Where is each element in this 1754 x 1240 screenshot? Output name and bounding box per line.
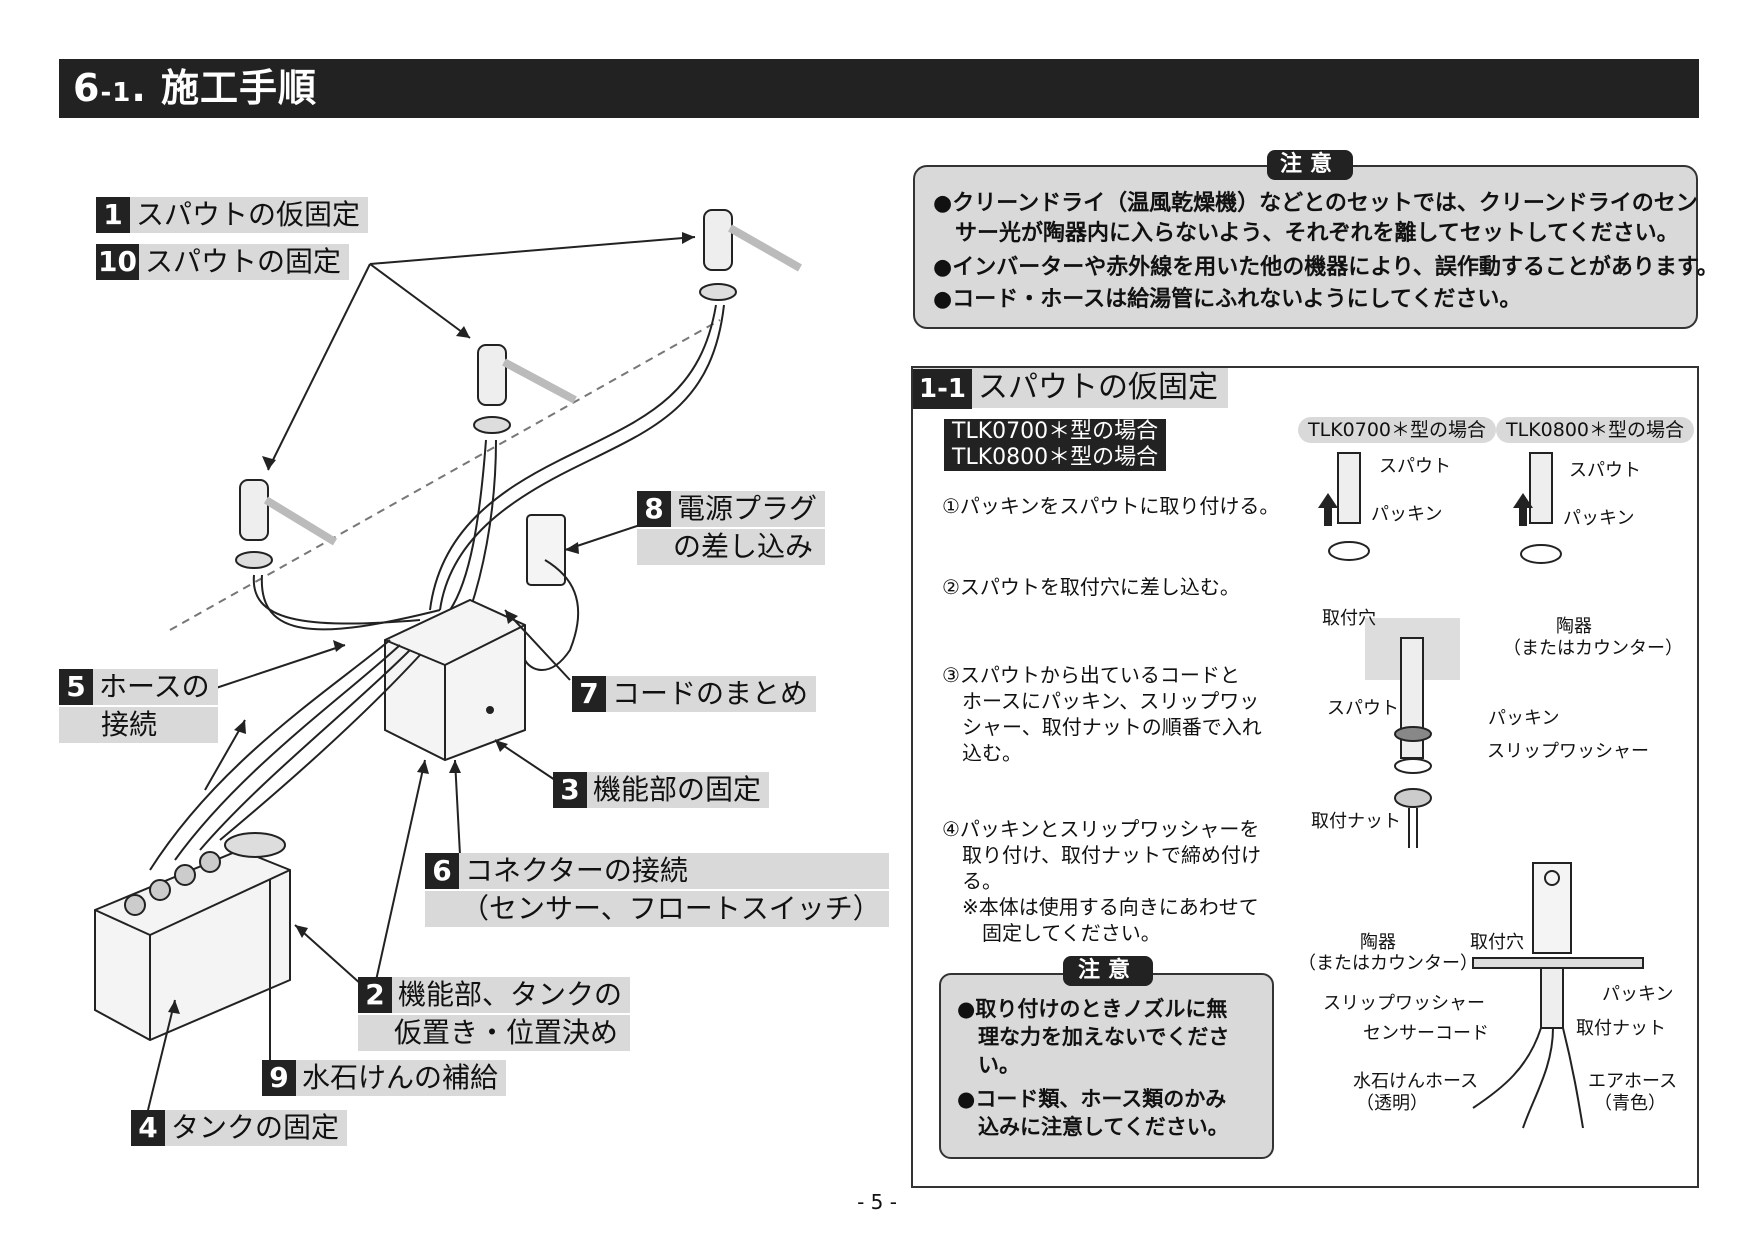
label-packing: パッキン (1602, 984, 1674, 1005)
step-text: （センサー、フロートスイッチ） (461, 892, 881, 925)
label-ceramic: 陶器 (1360, 932, 1396, 953)
step-number: 7 (572, 676, 606, 712)
label-spout: スパウト (1379, 456, 1451, 477)
note-line: 固定してください。 (942, 921, 1161, 945)
step-text: スパウトの固定 (144, 245, 341, 278)
step-line: 取り付け、取付ナットで締め付け (942, 843, 1261, 867)
step-line: ④パッキンとスリップワッシャーを (942, 817, 1260, 841)
label-clear: （透明） (1356, 1093, 1428, 1114)
step-3: ③スパウトから出ているコードと ホースにパッキン、スリップワッ シャー、取付ナッ… (942, 662, 1262, 766)
label-nut: 取付ナット (1311, 811, 1401, 832)
label-packing: パッキン (1371, 504, 1443, 525)
caution-line: ●クリーンドライ（温風乾燥機）などとのセットでは、クリーンドライのセン (933, 191, 1698, 216)
page-title: 6-1. 施工手順 (73, 63, 317, 118)
label-blue: （青色） (1594, 1093, 1666, 1114)
step-number: 4 (131, 1110, 165, 1146)
step-line: ホースにパッキン、スリップワッ (942, 689, 1260, 713)
step-text: の差し込み (673, 530, 814, 563)
step-4: ④パッキンとスリップワッシャーを 取り付け、取付ナットで締め付け る。 ※本体は… (942, 816, 1261, 946)
label-nut: 取付ナット (1576, 1018, 1666, 1039)
label-spout: スパウト (1569, 460, 1641, 481)
label-air-hose: エアホース (1588, 1071, 1678, 1092)
section-title-text: スパウトの仮固定 (977, 370, 1218, 405)
model-line: TLK0800＊型の場合 (952, 445, 1159, 470)
label-slip-washer: スリップワッシャー (1323, 993, 1485, 1014)
caution-line: サー光が陶器内に入らないよう、それぞれを離してセットしてください。 (933, 221, 1679, 246)
step-line: ③スパウトから出ているコードと (942, 663, 1240, 687)
step-number: 10 (96, 244, 139, 280)
section-header: 6-1. 施工手順 (59, 59, 1699, 118)
title-rest: . 施工手順 (131, 66, 318, 110)
step-text: 機能部の固定 (593, 773, 762, 806)
step-line: 込む。 (942, 741, 1022, 765)
note-line: ※本体は使用する向きにあわせて (942, 895, 1259, 919)
label-ceramic: 陶器 (1556, 616, 1592, 637)
label-ceramic-alt: （またはカウンター） (1298, 953, 1478, 974)
step-line: る。 (942, 869, 1002, 893)
step-text: スパウトの仮固定 (136, 198, 361, 231)
spout-figures (1318, 452, 1644, 1129)
label-packing: パッキン (1488, 708, 1560, 729)
caution-line: ●コード類、ホース類のかみ (957, 1087, 1227, 1111)
label-soap-hose: 水石けんホース (1353, 1071, 1479, 1092)
section-number: 1-1 (913, 369, 972, 409)
label-packing: パッキン (1563, 508, 1635, 529)
caution-line: い。 (957, 1053, 1020, 1077)
caution-line: 込みに注意してください。 (957, 1115, 1229, 1139)
caution-line: ●取り付けのときノズルに無 (957, 997, 1228, 1021)
step-text: 電源プラグ (677, 492, 818, 525)
step-line: シャー、取付ナットの順番で入れ (942, 715, 1262, 739)
caution-box: ●クリーンドライ（温風乾燥機）などとのセットでは、クリーンドライのセン サー光が… (913, 165, 1719, 329)
step-text: 水石けんの補給 (302, 1061, 499, 1094)
step-2: ②スパウトを取付穴に差し込む。 (942, 575, 1240, 599)
step-text: コードのまとめ (612, 677, 809, 710)
label-hole: 取付穴 (1470, 932, 1524, 953)
caution-badge: 注意 (1267, 150, 1353, 180)
label-hole: 取付穴 (1322, 608, 1376, 629)
caution-line: ●インバーターや赤外線を用いた他の機器により、誤作動することがあります。 (933, 255, 1719, 280)
inner-caution-badge: 注意 (1063, 956, 1153, 986)
step-number: 3 (553, 772, 587, 808)
step-number: 1 (96, 197, 130, 233)
page-number: - 5 - (857, 1190, 897, 1214)
inner-caution-box: ●取り付けのときノズルに無 理な力を加えないでくださ い。 ●コード類、ホース類… (939, 973, 1274, 1159)
label-ceramic-alt: （またはカウンター） (1503, 638, 1683, 659)
caution-line: ●コード・ホースは給湯管にふれないようにしてください。 (933, 287, 1522, 312)
step-number: 6 (425, 853, 459, 889)
step-1: ①パッキンをスパウトに取り付ける。 (942, 494, 1280, 518)
step-number: 9 (262, 1060, 296, 1096)
step-text: コネクターの接続 (465, 854, 688, 887)
step-text: 仮置き・位置決め (394, 1016, 619, 1049)
label-sensor-cord: センサーコード (1363, 1023, 1489, 1044)
step-text: 機能部、タンクの (398, 978, 623, 1011)
title-sub: -1 (100, 78, 132, 108)
step-number: 5 (59, 669, 93, 705)
step-text: タンクの固定 (171, 1111, 340, 1144)
step-number: 2 (358, 977, 392, 1013)
label-spout: スパウト (1327, 698, 1399, 719)
step-text: ホースの (99, 670, 210, 703)
step-number: 8 (637, 491, 671, 527)
label-slip-washer: スリップワッシャー (1487, 741, 1649, 762)
title-main: 6 (73, 66, 101, 110)
model-line: TLK0700＊型の場合 (952, 419, 1159, 444)
model-pill-0800: TLK0800＊型の場合 (1496, 417, 1695, 443)
step-text: 接続 (101, 708, 158, 741)
model-pill-0700: TLK0700＊型の場合 (1298, 417, 1497, 443)
caution-line: 理な力を加えないでくださ (957, 1025, 1230, 1049)
